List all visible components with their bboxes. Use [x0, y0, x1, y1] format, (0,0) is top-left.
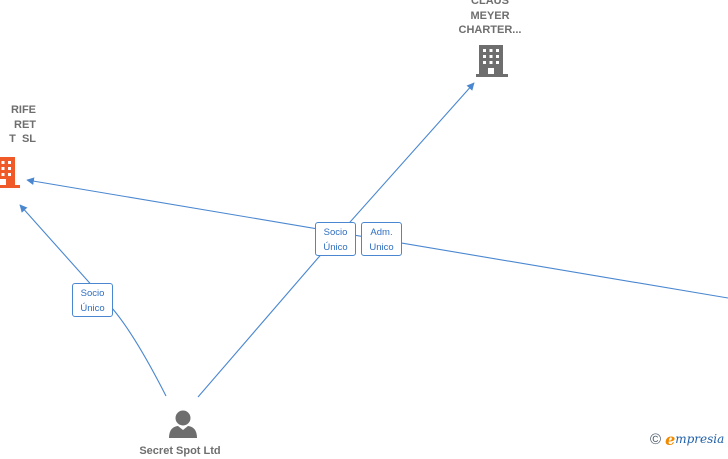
edge-role-box-claus[interactable]: Socio Único	[315, 222, 356, 256]
brand-initial: e	[665, 429, 676, 449]
node-label-person[interactable]: Secret Spot Ltd	[139, 445, 221, 457]
edge-role-line1: Adm.	[370, 227, 393, 238]
edge-role-line2: Unico	[369, 242, 394, 253]
brand-logo[interactable]: © e mpresia	[650, 428, 724, 450]
node-label-claus[interactable]: CLAUS MEYER CHARTER...	[458, 0, 522, 36]
edge-role-line2: Único	[323, 242, 348, 253]
edge-role-line2: Único	[80, 303, 105, 314]
edge-role-line1: Socio	[80, 288, 105, 299]
edge-role-box-admin[interactable]: Adm. Unico	[361, 222, 402, 256]
edge-person-to-claus[interactable]	[197, 82, 475, 398]
building-icon-highlight[interactable]	[0, 157, 20, 188]
node-label-rife[interactable]: RIFE RET T SL	[9, 104, 36, 145]
brand-name: mpresia	[675, 432, 725, 446]
copyright-symbol: ©	[650, 430, 662, 448]
person-icon[interactable]	[169, 410, 197, 439]
edge-person-to-rife[interactable]	[19, 204, 167, 397]
edge-role-box-rife[interactable]: Socio Único	[72, 283, 113, 317]
edge-role-line1: Socio	[323, 227, 348, 238]
building-icon[interactable]	[476, 45, 508, 77]
